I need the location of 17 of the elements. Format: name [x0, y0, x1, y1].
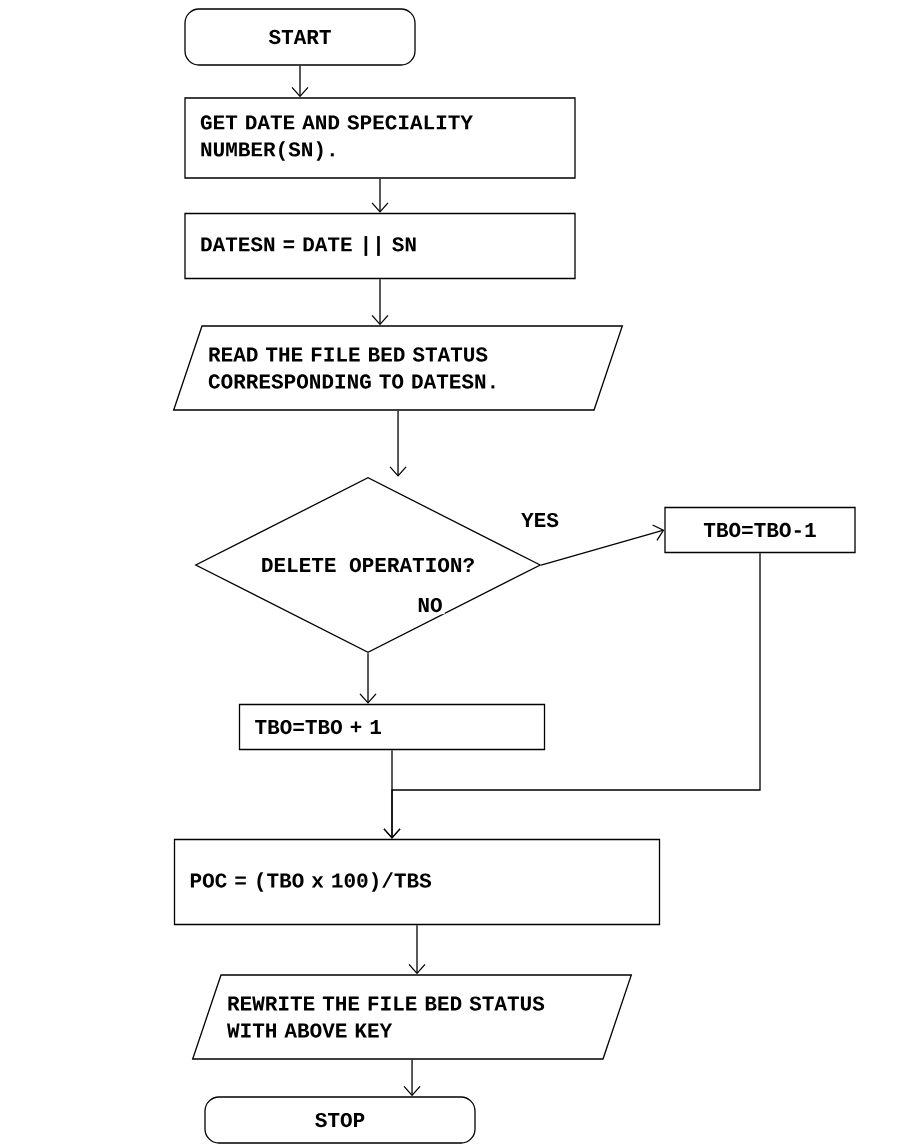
arrow [359, 652, 377, 704]
arrow [383, 749, 401, 839]
arrow [371, 278, 389, 326]
arrow [540, 524, 665, 566]
process-box: GET DATE AND SPECIALITY NUMBER(SN). [184, 97, 576, 179]
arrow [408, 924, 426, 975]
process-box: TBO=TBO-1 [664, 506, 856, 554]
arrow [371, 178, 389, 213]
terminal-box: START [184, 8, 416, 66]
process-box: DATESN = DATE || SN [184, 212, 576, 280]
process-box: TBO=TBO + 1 [238, 703, 546, 751]
arrow [291, 65, 309, 98]
arrow [403, 1059, 421, 1097]
terminal-box: STOP [204, 1096, 476, 1144]
edge-label: NO [415, 595, 445, 615]
arrow [389, 410, 407, 477]
process-box: POC = (TBO x 100)/TBS [173, 838, 661, 926]
